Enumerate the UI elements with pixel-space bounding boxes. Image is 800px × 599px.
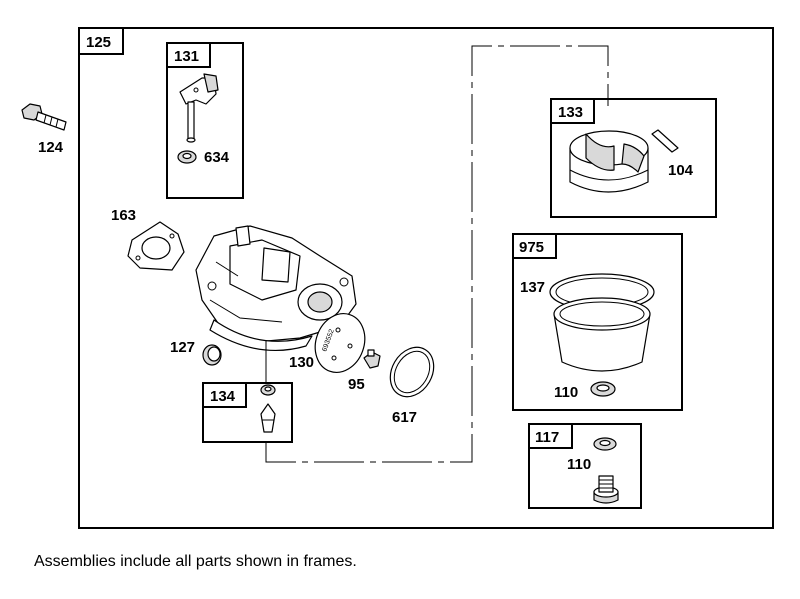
label-125: 125 xyxy=(86,34,111,51)
frame-125 xyxy=(78,27,774,529)
seal-634-part xyxy=(177,150,197,164)
label-163: 163 xyxy=(111,207,136,224)
label-134: 134 xyxy=(210,388,236,405)
label-975: 975 xyxy=(519,239,544,256)
gasket-163-part xyxy=(127,221,185,271)
frame-975-tag xyxy=(512,233,557,259)
label-137: 137 xyxy=(520,279,545,296)
label-104: 104 xyxy=(668,162,694,179)
label-110-a: 110 xyxy=(554,384,578,401)
screw-124-part xyxy=(21,103,67,131)
label-133: 133 xyxy=(558,104,583,121)
washer-110-part-a xyxy=(590,381,616,397)
frame-117-tag xyxy=(528,423,573,449)
connector-line xyxy=(265,45,609,463)
choke-shaft-part xyxy=(179,73,219,143)
needle-134-part xyxy=(260,384,276,433)
washer-110-part-b xyxy=(593,437,617,451)
bowl-137-part xyxy=(549,273,655,372)
label-617: 617 xyxy=(392,409,417,426)
label-110-b: 110 xyxy=(567,456,591,473)
pin-104-part xyxy=(651,129,679,153)
frame-133-tag xyxy=(550,98,595,124)
label-127: 127 xyxy=(170,339,195,356)
label-130: 130 xyxy=(289,354,314,371)
part-127 xyxy=(202,344,222,366)
frame-975 xyxy=(512,233,683,411)
label-117: 117 xyxy=(535,429,559,446)
label-634: 634 xyxy=(204,149,230,166)
footer-caption: Assemblies include all parts shown in fr… xyxy=(34,553,357,570)
bolt-117-part xyxy=(593,475,619,504)
label-95: 95 xyxy=(348,376,365,393)
frame-125-tag xyxy=(78,27,124,55)
gasket-130-part: 693552 xyxy=(314,313,366,373)
float-133-part xyxy=(569,130,649,193)
frame-134-tag xyxy=(202,382,247,408)
frame-131-tag xyxy=(166,42,211,68)
frame-117 xyxy=(528,423,642,509)
label-124: 124 xyxy=(38,139,64,156)
frame-133 xyxy=(550,98,717,218)
part-95 xyxy=(363,349,381,369)
carburetor-body-part xyxy=(195,225,357,351)
label-131: 131 xyxy=(174,48,199,65)
oring-617-part xyxy=(389,346,435,398)
frame-134 xyxy=(202,382,293,443)
